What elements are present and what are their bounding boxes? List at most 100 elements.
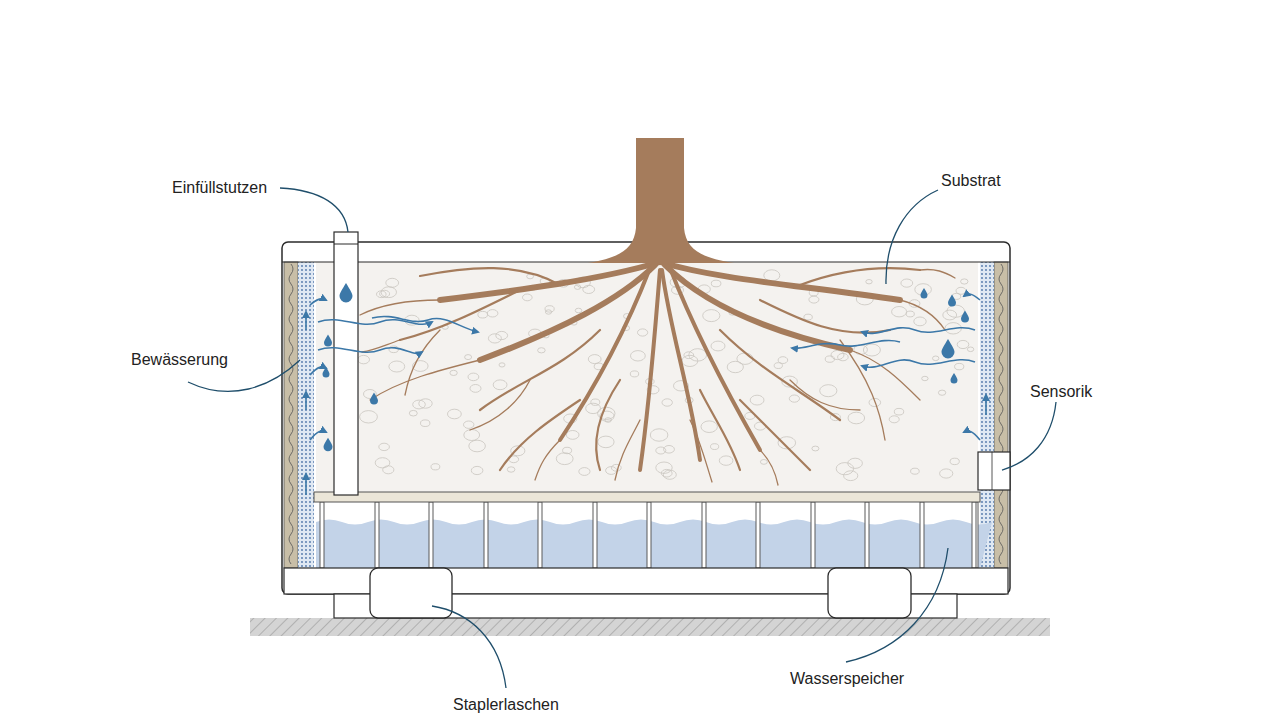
substrate-pebble bbox=[750, 395, 764, 405]
storage-cell-post bbox=[593, 502, 597, 568]
substrate-pebble bbox=[906, 311, 914, 317]
substrate-pebble bbox=[955, 363, 964, 369]
substrate-pebble bbox=[703, 310, 720, 322]
substrate-pebble bbox=[375, 458, 390, 468]
planter-body bbox=[289, 264, 293, 564]
substrate-pebble bbox=[493, 380, 507, 390]
storage-cell-post bbox=[538, 502, 542, 568]
substrate-pebble bbox=[566, 431, 579, 440]
storage-cell-post bbox=[702, 502, 706, 568]
tree-roots bbox=[370, 360, 480, 400]
tree-roots bbox=[920, 269, 955, 278]
tree-roots bbox=[480, 265, 655, 360]
tree-roots bbox=[360, 262, 955, 485]
substrate-pebble bbox=[545, 306, 554, 312]
ground bbox=[250, 618, 1050, 636]
water-flow-arrows bbox=[305, 392, 307, 410]
water-droplet bbox=[370, 392, 378, 404]
substrate-pebble bbox=[409, 410, 417, 416]
substrate-pebble bbox=[938, 390, 945, 395]
substrate-pebble bbox=[656, 447, 666, 454]
substrate-pebble bbox=[586, 403, 601, 413]
substrate-pebble bbox=[789, 395, 799, 402]
tree-roots bbox=[420, 268, 560, 285]
substrate-pebble bbox=[778, 357, 788, 364]
tree-roots bbox=[850, 350, 920, 400]
substrate-pebble bbox=[358, 355, 370, 363]
substrate-pebble bbox=[389, 361, 405, 372]
tree-roots bbox=[740, 400, 810, 470]
tree-roots bbox=[400, 268, 920, 470]
substrate-pebble bbox=[545, 310, 551, 314]
water-flow-arrows bbox=[964, 294, 980, 300]
leader-lines bbox=[280, 188, 348, 232]
water-droplets bbox=[323, 283, 970, 451]
water-flow-arrows bbox=[372, 316, 478, 332]
substrate-pebble bbox=[933, 356, 939, 361]
substrate-pebble bbox=[804, 314, 812, 320]
planter-body bbox=[282, 242, 1010, 594]
substrate-pebble bbox=[386, 278, 399, 287]
substrate-pebble bbox=[760, 460, 767, 465]
substrate-pebble bbox=[957, 340, 969, 348]
substrate-pebble bbox=[901, 279, 913, 287]
tree-roots bbox=[535, 440, 560, 480]
substrate-pebble bbox=[711, 444, 719, 450]
storage-cell-post bbox=[811, 502, 815, 568]
water-flow-arrows bbox=[310, 431, 326, 440]
planter-body bbox=[316, 262, 978, 492]
substrate-pebble bbox=[863, 344, 880, 356]
part-label: Sensorik bbox=[1030, 383, 1092, 401]
tree-roots bbox=[760, 300, 890, 333]
tree-roots bbox=[790, 380, 860, 410]
tree-roots bbox=[700, 390, 740, 470]
substrate-pebble bbox=[943, 310, 957, 320]
water-droplet bbox=[921, 288, 928, 299]
water-flow-arrows bbox=[305, 474, 307, 495]
substrate-pebble bbox=[889, 416, 899, 423]
substrate-pebble bbox=[661, 469, 672, 477]
substrate-pebble bbox=[583, 285, 595, 293]
substrate-pebble bbox=[469, 440, 486, 452]
storage-cell-post bbox=[375, 502, 379, 568]
water-flow-arrows bbox=[310, 299, 326, 305]
substrate-pebble bbox=[820, 385, 837, 397]
substrate-pebble bbox=[701, 421, 717, 433]
substrate-pebble bbox=[638, 329, 648, 336]
tree-roots bbox=[900, 300, 945, 330]
tree-trunk bbox=[588, 138, 734, 263]
water-flow-arrows bbox=[305, 312, 307, 330]
part-label: Substrat bbox=[941, 172, 1001, 190]
substrate-pebble bbox=[611, 464, 621, 471]
storage-cell-post bbox=[484, 502, 488, 568]
substrate-pebble bbox=[719, 456, 733, 465]
storage-cell-post bbox=[756, 502, 760, 568]
substrate-pebble bbox=[914, 317, 926, 326]
tree-roots bbox=[615, 420, 640, 480]
substrate-pebble bbox=[836, 463, 853, 475]
substrate-pebble bbox=[656, 462, 672, 473]
substrate-pebble bbox=[496, 331, 508, 339]
tree-roots bbox=[840, 340, 885, 440]
leader-lines bbox=[886, 190, 938, 284]
substrate-pebble bbox=[650, 429, 668, 441]
substrate-pebble bbox=[956, 287, 966, 294]
part-label: Bewässerung bbox=[131, 351, 228, 369]
water-flow-arrows bbox=[985, 395, 987, 415]
substrate-pebble bbox=[575, 308, 582, 313]
substrate-pebble bbox=[464, 430, 480, 441]
substrate-pebble bbox=[421, 420, 430, 427]
water-storage bbox=[316, 520, 992, 569]
substrate-pebble bbox=[631, 351, 646, 361]
substrate-pebble bbox=[488, 334, 501, 343]
substrate-pebble bbox=[825, 356, 834, 362]
feet-and-forklift-tabs bbox=[370, 568, 452, 618]
filling-pipe bbox=[334, 232, 358, 495]
leader-lines bbox=[432, 606, 506, 688]
water-flow-arrows bbox=[792, 340, 900, 348]
storage-cell-post bbox=[920, 502, 924, 568]
planter-body bbox=[999, 264, 1003, 564]
storage-cell-post bbox=[429, 502, 433, 568]
water-flow-arrows bbox=[862, 360, 975, 368]
tree-roots bbox=[760, 450, 778, 485]
